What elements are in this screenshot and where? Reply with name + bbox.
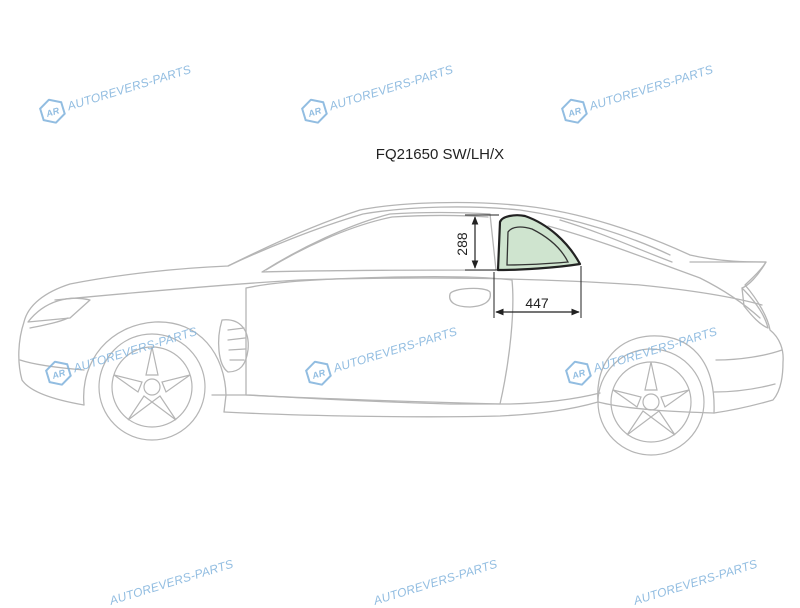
ar-logo-icon: AR: [39, 98, 66, 124]
height-dimension: 288: [454, 214, 499, 271]
front-wheel: [98, 333, 206, 441]
ar-logo-icon: AR: [305, 360, 332, 386]
width-dimension: 447: [493, 266, 582, 318]
car-body-outline: [18, 201, 784, 418]
ar-logo-icon: AR: [45, 360, 72, 386]
svg-text:AR: AR: [50, 367, 67, 381]
part-code-title: FQ21650 SW/LH/X: [375, 146, 505, 163]
svg-text:AR: AR: [570, 367, 587, 381]
watermark: AR AUTOREVERS-PARTS: [42, 319, 200, 390]
svg-text:AR: AR: [44, 105, 61, 119]
svg-text:AR: AR: [566, 105, 583, 119]
svg-text:AR: AR: [310, 367, 327, 381]
watermark: AR AUTOREVERS-PARTS: [558, 57, 716, 128]
watermark: AR AUTOREVERS-PARTS: [298, 57, 456, 128]
height-label: 288: [454, 232, 470, 256]
ar-logo-icon: AR: [301, 98, 328, 124]
ar-logo-icon: AR: [561, 98, 588, 124]
width-label: 447: [525, 295, 549, 311]
svg-text:AR: AR: [306, 105, 323, 119]
watermark: AR AUTOREVERS-PARTS: [302, 319, 460, 390]
watermark: AR AUTOREVERS-PARTS: [562, 319, 720, 390]
quarter-glass: [496, 214, 582, 272]
rear-wheel: [597, 348, 705, 456]
watermark: AR AUTOREVERS-PARTS: [36, 57, 194, 128]
ar-logo-icon: AR: [565, 360, 592, 386]
